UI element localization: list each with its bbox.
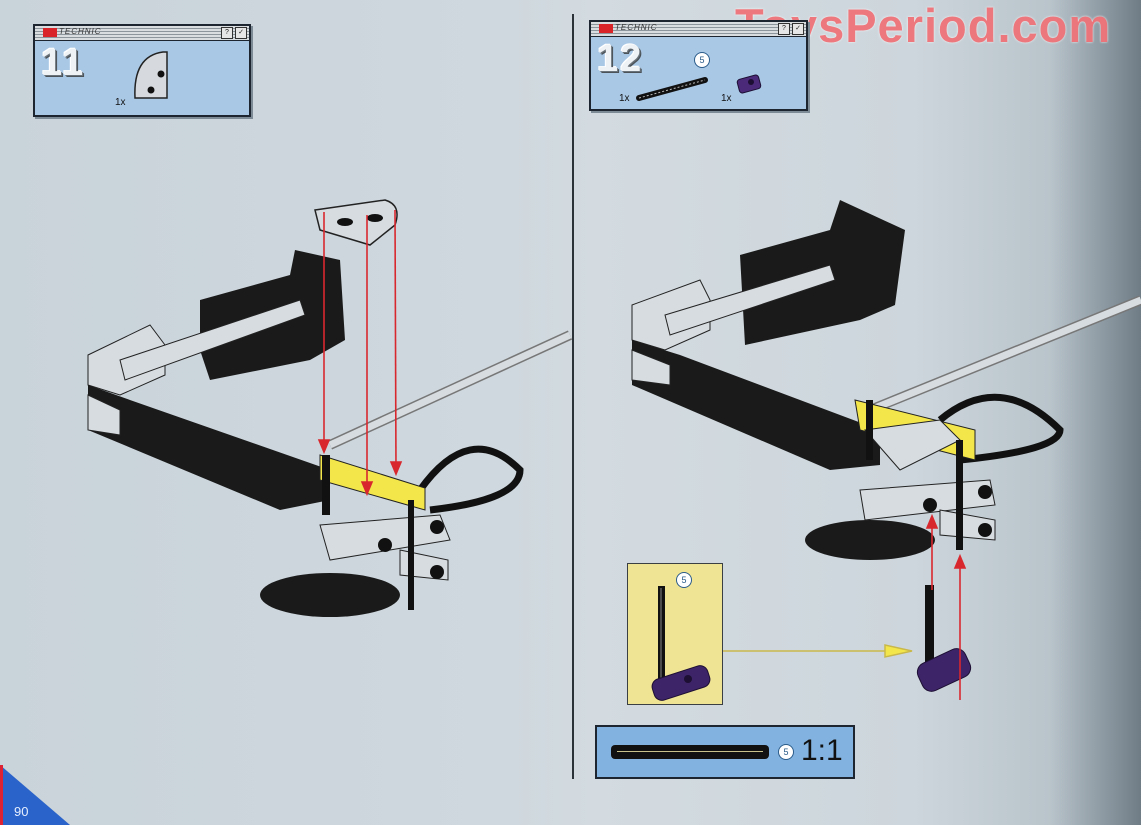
axle-length-badge: 5 <box>778 744 794 760</box>
lego-logo-icon <box>43 28 57 37</box>
lego-logo-icon <box>599 24 613 33</box>
callout-arrow <box>722 644 913 658</box>
check-icon: ✓ <box>235 27 247 39</box>
axle-length-badge: 5 <box>676 572 692 588</box>
step-12-parts-box: TECHNIC ? ✓ 12 5 1x 1x <box>589 20 808 111</box>
step-11-parts-box: TECHNIC ? ✓ 11 1x <box>33 24 251 117</box>
page-spine-divider <box>572 14 574 779</box>
step-11-assembly-illustration <box>87 199 572 617</box>
page-edge-stripe <box>0 765 3 825</box>
axle-scale-icon <box>611 745 769 759</box>
scale-reference-box: 5 1:1 <box>595 725 855 779</box>
scale-ratio: 1:1 <box>801 734 843 767</box>
parts-icons <box>636 74 762 101</box>
check-icon: ✓ <box>792 23 804 35</box>
page-number: 90 <box>14 804 29 819</box>
brand-label: TECHNIC <box>615 23 658 32</box>
part-quantity: 1x <box>115 97 126 108</box>
axle-length-badge: 5 <box>694 52 710 68</box>
step-number: 11 <box>41 42 86 84</box>
part-quantity: 1x <box>721 93 732 104</box>
step-box-titlebar: TECHNIC ? ✓ <box>591 22 806 37</box>
part-quantity: 1x <box>619 93 630 104</box>
help-icon: ? <box>221 27 233 39</box>
assembly-arrows <box>925 513 967 700</box>
subassembly-callout: 5 <box>627 563 723 705</box>
help-icon: ? <box>778 23 790 35</box>
triangle-liftarm-icon <box>134 51 168 99</box>
axle-connector-subassembly-icon <box>651 586 711 701</box>
step-number: 12 <box>597 38 644 80</box>
assembly-arrows <box>317 209 403 497</box>
page-corner-tab <box>0 765 70 825</box>
step-box-titlebar: TECHNIC ? ✓ <box>35 26 249 41</box>
brand-label: TECHNIC <box>59 27 102 36</box>
